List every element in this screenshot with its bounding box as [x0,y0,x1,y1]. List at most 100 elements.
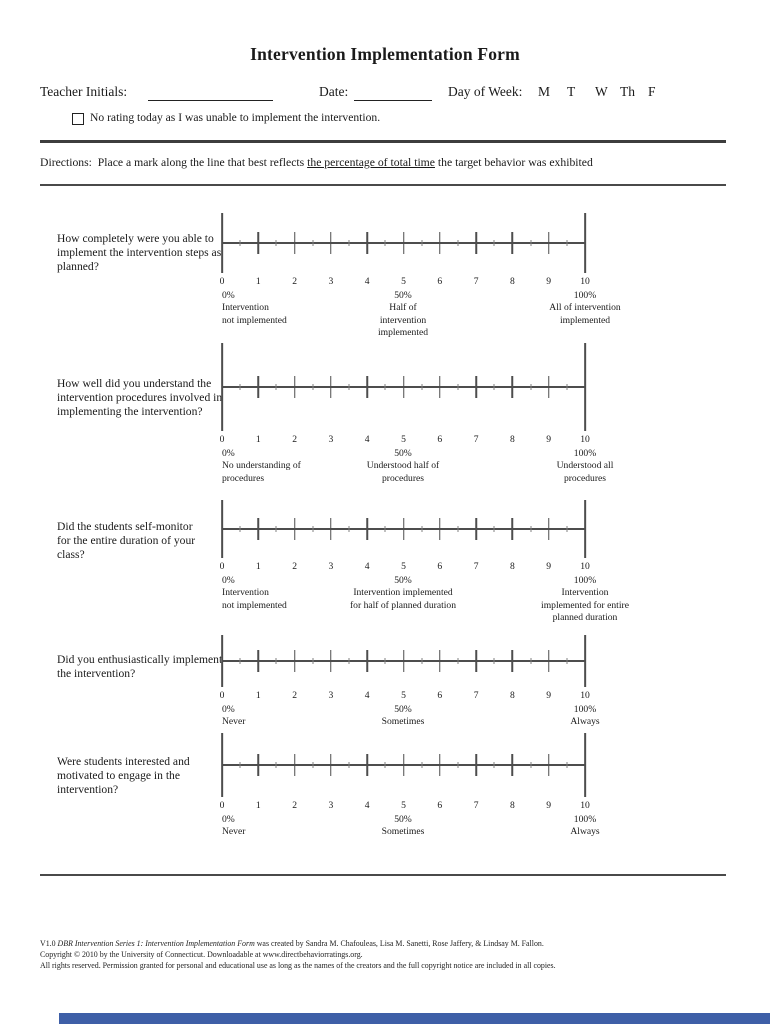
half-tick [275,384,277,390]
half-tick [457,762,459,768]
scale-number-1: 1 [255,690,261,701]
half-tick [421,658,423,664]
anchor-middle: 50% Half of intervention implemented [377,290,429,338]
scale-number-9: 9 [546,434,552,445]
scale-number-3: 3 [328,800,334,811]
day-option-thursday[interactable]: Th [620,84,635,99]
scale-number-4: 4 [364,434,370,445]
half-tick [493,384,495,390]
scale-number-1: 1 [255,434,261,445]
anchor-right: 100% Understood all procedures [556,448,614,484]
teacher-initials-blank-line[interactable] [148,82,273,101]
half-tick [312,762,314,768]
tick-6 [439,376,441,398]
date-blank-line[interactable] [354,82,432,101]
anchor-middle: 50% Sometimes [381,704,425,728]
horizontal-scrollbar[interactable] [59,1013,770,1024]
rating-line[interactable] [221,500,586,558]
tick-4 [366,232,368,254]
scale-number-6: 6 [437,434,443,445]
half-tick [566,658,568,664]
tick-6 [439,232,441,254]
tick-10 [584,733,586,797]
rating-line[interactable] [221,635,586,687]
scale-number-8: 8 [509,276,515,287]
tick-5 [402,232,405,254]
scale-number-0: 0 [219,434,225,445]
tick-10 [584,500,586,558]
tick-7 [475,376,477,398]
scale-number-7: 7 [473,690,479,701]
scale-number-1: 1 [255,800,261,811]
scale-number-2: 2 [292,561,297,572]
half-tick [348,762,350,768]
tick-9 [547,650,550,672]
tick-8 [511,376,514,398]
scale-number-8: 8 [509,434,515,445]
tick-4 [366,754,368,776]
tick-8 [511,650,514,672]
tick-2 [293,518,296,540]
day-option-tuesday[interactable]: T [567,84,576,99]
anchor-middle: 50% Sometimes [381,814,425,838]
scale-question: Were students interested and motivated t… [57,755,190,796]
tick-1 [257,754,260,776]
tick-4 [366,376,368,398]
half-tick [566,384,568,390]
anchor-left: 0% Never [222,814,246,838]
anchor-right: 100% All of intervention implemented [549,290,621,326]
tick-3 [330,650,332,672]
rating-line[interactable] [221,733,586,797]
scale-number-0: 0 [219,276,225,287]
half-tick [239,762,241,768]
tick-9 [547,518,550,540]
anchor-right: 100% Always [570,814,600,838]
tick-10 [584,213,586,273]
scale-number-0: 0 [219,800,225,811]
directions-underlined-phrase: the percentage of total time [307,156,435,169]
scale-number-10: 10 [580,276,590,287]
day-of-week-label: Day of Week: [448,84,523,99]
half-tick [530,762,532,768]
half-tick [384,762,386,768]
tick-3 [330,518,332,540]
rating-line[interactable] [221,343,586,431]
scale-number-6: 6 [437,800,443,811]
scale-number-1: 1 [255,276,261,287]
scale-number-5: 5 [401,690,406,701]
tick-5 [402,376,405,398]
tick-9 [547,754,550,776]
tick-4 [366,518,368,540]
footer-creators: was created by Sandra M. Chafouleas, Lis… [254,939,544,948]
tick-1 [257,376,260,398]
no-rating-checkbox[interactable] [72,113,84,125]
half-tick [530,658,532,664]
scale-question: How well did you understand the interven… [57,377,223,418]
tick-7 [475,518,477,540]
half-tick [348,526,350,532]
day-option-friday[interactable]: F [648,84,656,99]
anchor-right: 100% Intervention implemented for entire… [541,575,629,623]
half-tick [384,526,386,532]
day-option-monday[interactable]: M [538,84,551,99]
tick-0 [221,213,223,273]
tick-9 [547,376,550,398]
scale-number-5: 5 [401,434,406,445]
anchor-left: 0% Never [222,704,246,728]
scale-number-10: 10 [580,690,590,701]
scale-number-6: 6 [437,276,443,287]
rating-line[interactable] [221,213,586,273]
scale-number-3: 3 [328,276,334,287]
tick-8 [511,232,514,254]
day-option-wednesday[interactable]: W [595,84,608,99]
anchor-right: 100% Always [570,704,600,728]
half-tick [239,240,241,246]
directions-suffix: the target behavior was exhibited [434,156,593,169]
scale-number-7: 7 [473,276,479,287]
half-tick [421,762,423,768]
tick-7 [475,754,477,776]
